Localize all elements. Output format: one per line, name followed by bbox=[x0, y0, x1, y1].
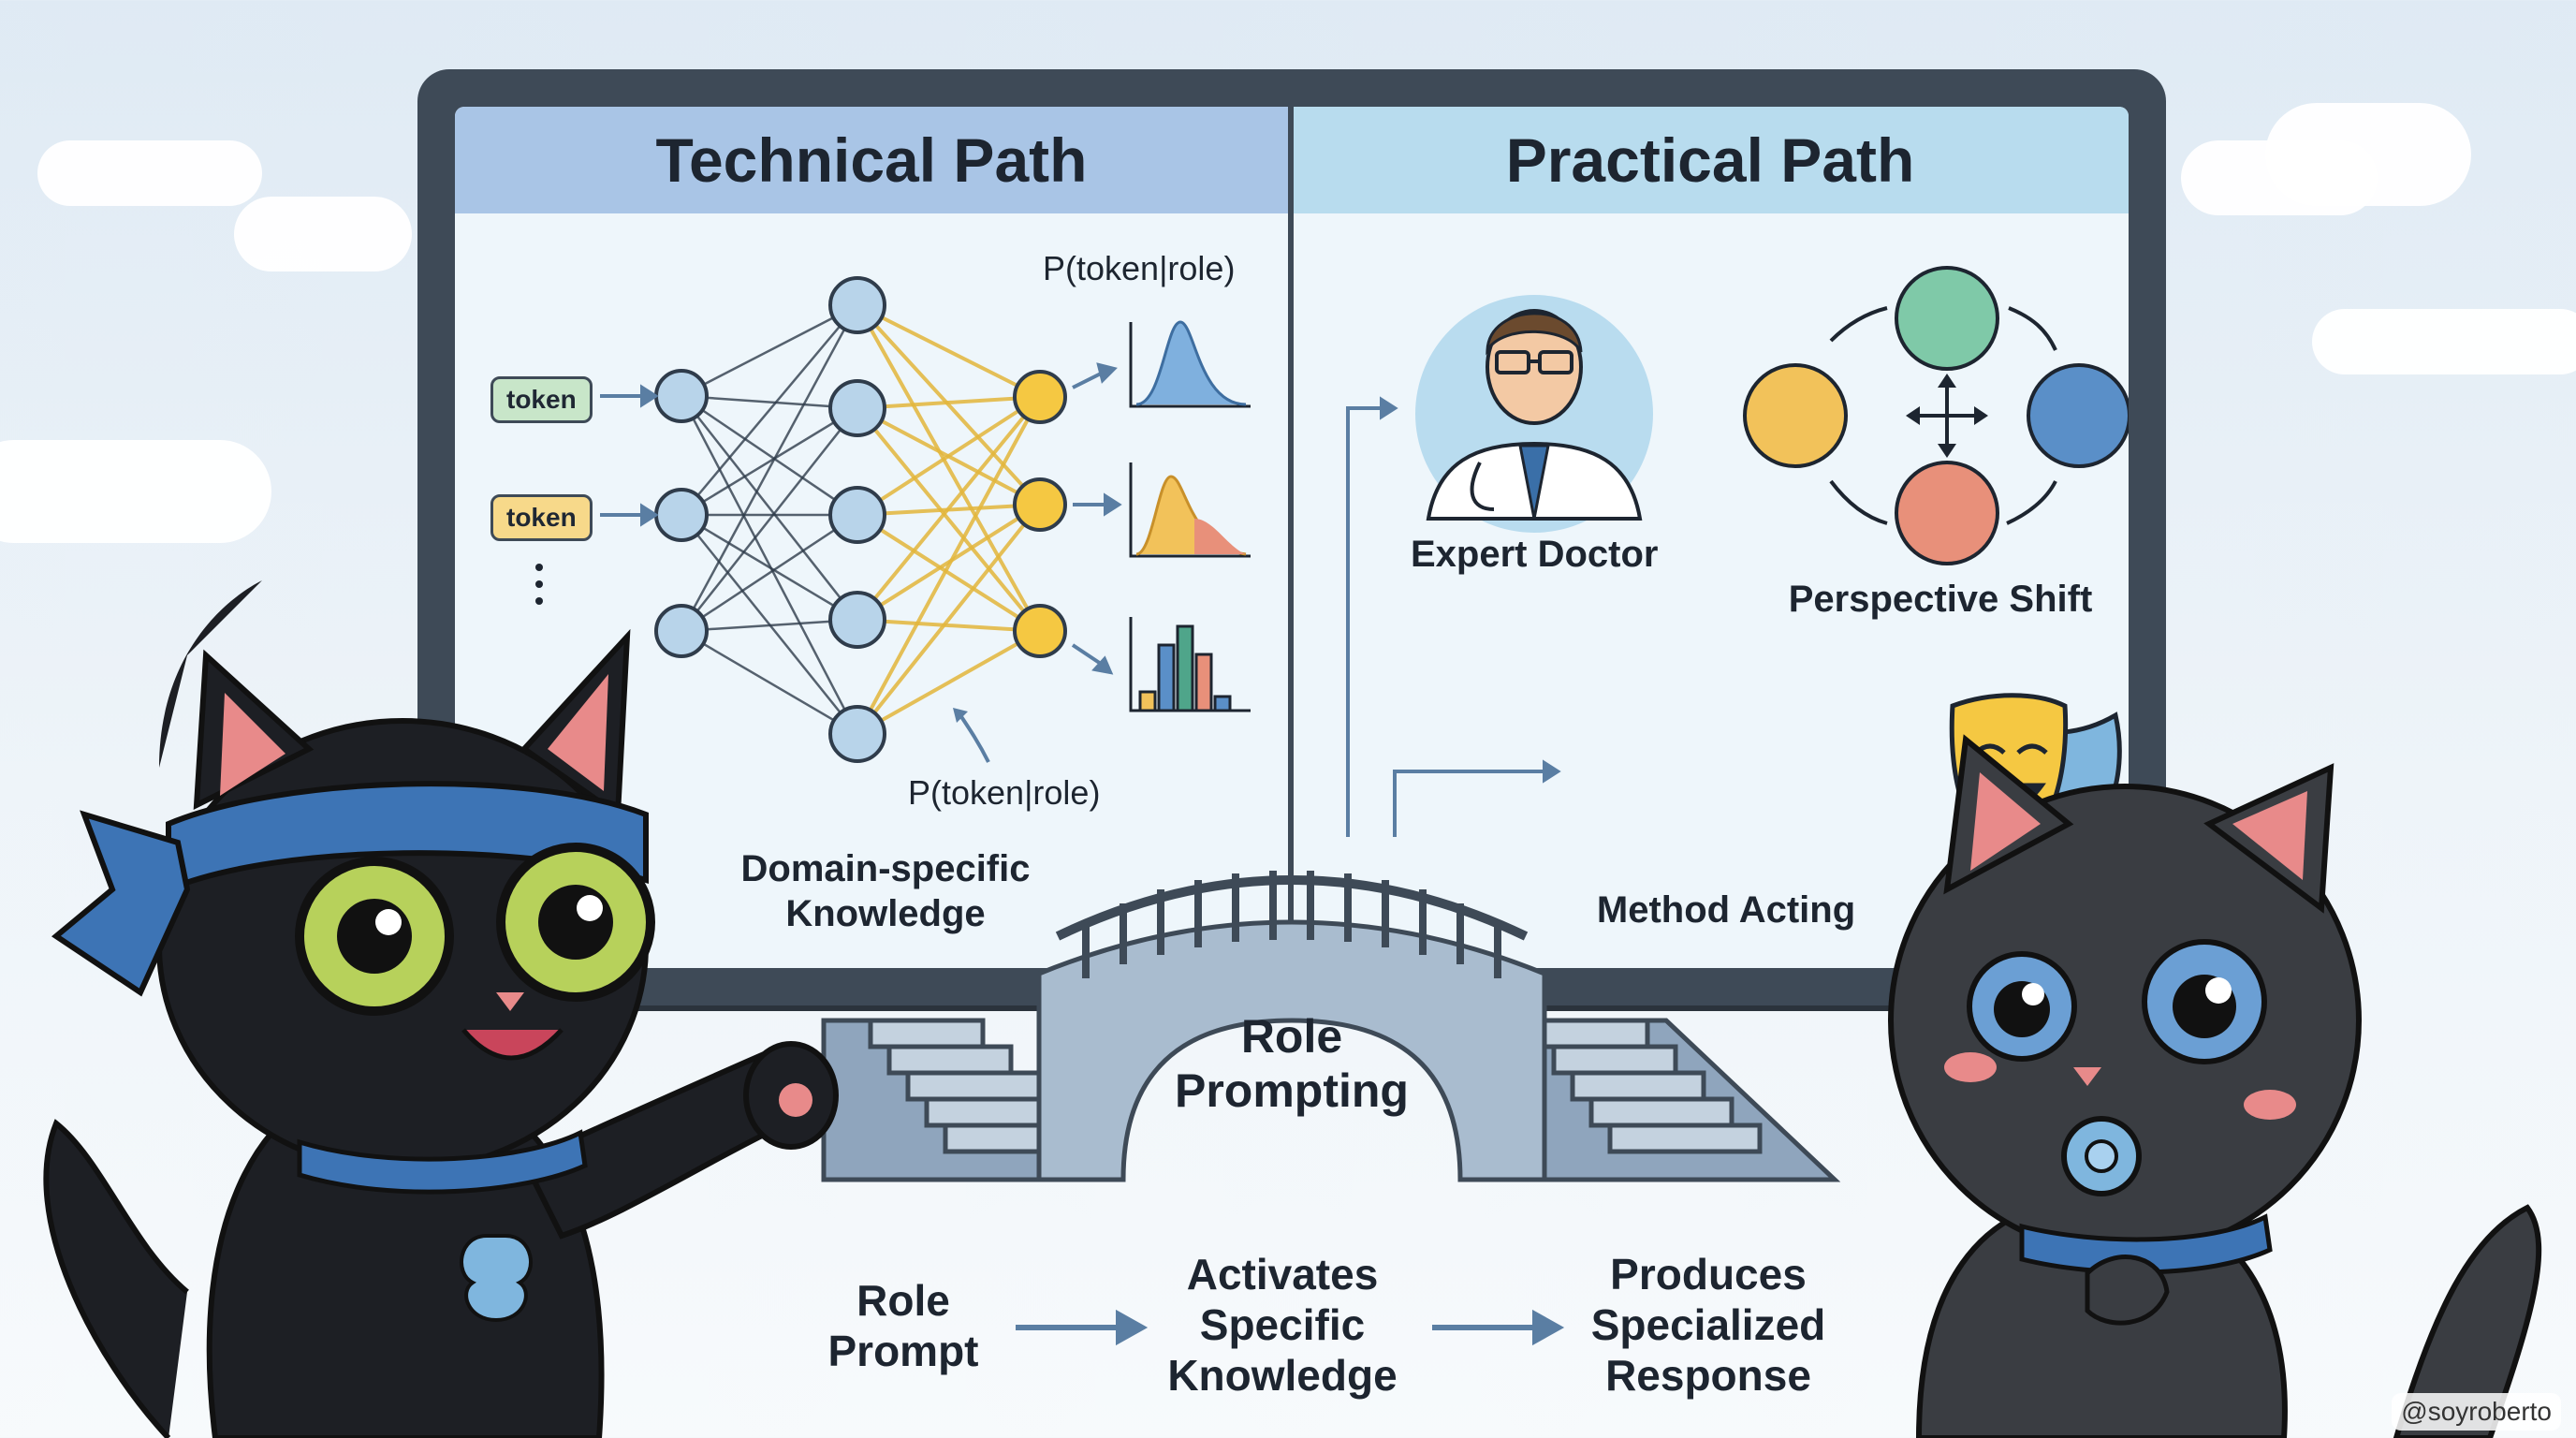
monitor-screen: Technical Path Practical Path bbox=[455, 107, 2129, 968]
distribution-icon bbox=[1129, 462, 1251, 558]
network-edge bbox=[680, 395, 859, 735]
perspective-shift-label: Perspective Shift bbox=[1788, 579, 2093, 620]
network-edge bbox=[856, 303, 1041, 399]
pane-divider bbox=[1288, 107, 1294, 968]
prob-label-top: P(token|role) bbox=[1043, 249, 1236, 287]
domain-knowledge-caption: Domain-specific Knowledge bbox=[740, 848, 1031, 934]
network-edge bbox=[856, 395, 1042, 517]
token-chip: token bbox=[490, 494, 593, 541]
network-edge bbox=[681, 513, 858, 633]
expert-doctor-label: Expert Doctor bbox=[1411, 534, 1659, 575]
network-node bbox=[828, 591, 886, 649]
doctor-icon bbox=[1415, 295, 1653, 533]
network-node bbox=[1013, 370, 1067, 424]
network-edge bbox=[856, 513, 1042, 633]
network-edge bbox=[681, 513, 858, 622]
cloud-decoration bbox=[2312, 309, 2576, 374]
role-prompting-label: Role Prompting bbox=[1175, 1010, 1409, 1117]
network-edge bbox=[856, 618, 1041, 633]
network-edge bbox=[681, 629, 858, 736]
token-chip: token bbox=[490, 376, 593, 423]
neural-network-diagram bbox=[535, 276, 1251, 763]
perspective-shift-icon bbox=[1743, 266, 2129, 565]
network-edge bbox=[856, 406, 1042, 633]
network-edge bbox=[856, 629, 1041, 736]
network-edge bbox=[681, 406, 858, 517]
flow-step-activates-knowledge: Activates Specific Knowledge bbox=[1167, 1250, 1398, 1400]
prob-label-bottom: P(token|role) bbox=[908, 773, 1101, 812]
output-arrows bbox=[1071, 362, 1122, 675]
network-edge bbox=[681, 394, 858, 517]
network-edge bbox=[681, 407, 858, 632]
cloud-decoration bbox=[234, 197, 412, 271]
author-signature: @soyroberto bbox=[2392, 1393, 2561, 1431]
practical-illustrations bbox=[1346, 266, 2129, 858]
cloud-decoration bbox=[2265, 103, 2471, 206]
network-nodes bbox=[654, 276, 1067, 763]
network-edge bbox=[680, 304, 859, 632]
network-node bbox=[1013, 604, 1067, 658]
flow-step-produces-response: Produces Specialized Response bbox=[1590, 1250, 1826, 1400]
practical-arrows bbox=[1346, 396, 1561, 837]
practical-path-title: Practical Path bbox=[1292, 107, 2129, 213]
cloud-decoration bbox=[37, 140, 262, 206]
input-arrows bbox=[600, 384, 659, 527]
flow-step-role-prompt: Role Prompt bbox=[827, 1276, 979, 1375]
ellipsis-dots bbox=[535, 564, 543, 605]
network-edge bbox=[681, 304, 858, 516]
network-edge bbox=[856, 395, 1042, 622]
network-edges bbox=[680, 303, 1042, 736]
prob-arrow bbox=[959, 713, 990, 763]
network-edge bbox=[681, 395, 858, 621]
network-node bbox=[828, 486, 886, 544]
network-edge bbox=[681, 394, 858, 410]
network-edge bbox=[856, 395, 1041, 410]
network-node bbox=[1013, 477, 1067, 532]
bar-histogram-icon bbox=[1129, 617, 1251, 712]
network-node bbox=[828, 379, 886, 437]
method-acting-label: Method Acting bbox=[1596, 889, 1856, 931]
theater-masks-icon bbox=[1949, 693, 2122, 858]
technical-path-title: Technical Path bbox=[455, 107, 1288, 213]
network-edge bbox=[856, 503, 1042, 736]
distribution-icon bbox=[1129, 320, 1251, 408]
network-edge bbox=[681, 303, 858, 398]
network-edge bbox=[856, 303, 1042, 506]
network-edge bbox=[681, 618, 858, 633]
network-node bbox=[828, 276, 886, 334]
network-node bbox=[654, 604, 709, 658]
cloud-decoration bbox=[0, 440, 271, 543]
network-edge bbox=[856, 304, 1042, 632]
network-node bbox=[828, 705, 886, 763]
network-edge bbox=[856, 396, 1042, 735]
